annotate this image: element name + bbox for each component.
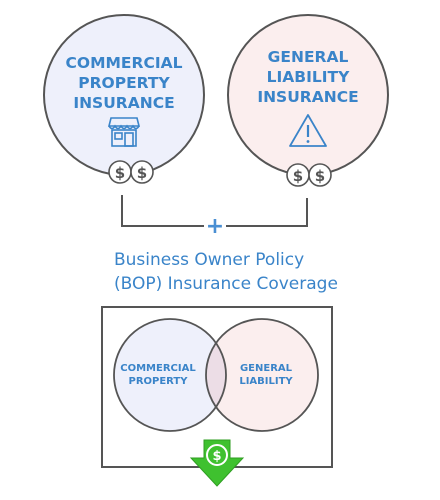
dollar-arrow-down-icon: $ [189, 439, 245, 487]
general-liability-title-line3: INSURANCE [257, 88, 358, 106]
venn-commercial-property-circle [114, 319, 226, 431]
commercial-property-title-line2: PROPERTY [78, 74, 170, 92]
caption-line1: Business Owner Policy [114, 250, 304, 270]
venn-general-liability-circle [206, 319, 318, 431]
venn-right-label-line2: LIABILITY [239, 376, 293, 387]
venn-left-label-line1: COMMERCIAL [120, 363, 196, 374]
dollar-icon: $ [115, 164, 125, 182]
storefront-icon [107, 117, 141, 147]
dollar-icon: $ [293, 167, 303, 185]
plus-icon: + [206, 214, 224, 239]
dollar-icon: $ [315, 167, 325, 185]
commercial-property-group: COMMERCIAL PROPERTY INSURANCE $ $ [43, 14, 205, 184]
general-liability-title-line1: GENERAL [268, 48, 349, 66]
commercial-property-title-line1: COMMERCIAL [66, 54, 183, 72]
liability-dollar-badges: $ $ [286, 163, 332, 187]
caption-line2: (BOP) Insurance Coverage [114, 274, 338, 294]
venn-left-label-line2: PROPERTY [128, 376, 188, 387]
combine-connector: + [121, 195, 308, 239]
commercial-dollar-badges: $ $ [108, 160, 154, 184]
dollar-icon: $ [137, 164, 147, 182]
general-liability-title-line2: LIABILITY [267, 68, 350, 86]
warning-icon [289, 114, 327, 147]
venn-right-label-line1: GENERAL [240, 363, 293, 374]
general-liability-group: GENERAL LIABILITY INSURANCE $ $ [227, 14, 389, 187]
dollar-icon: $ [212, 449, 221, 464]
commercial-property-title-line3: INSURANCE [73, 94, 174, 112]
